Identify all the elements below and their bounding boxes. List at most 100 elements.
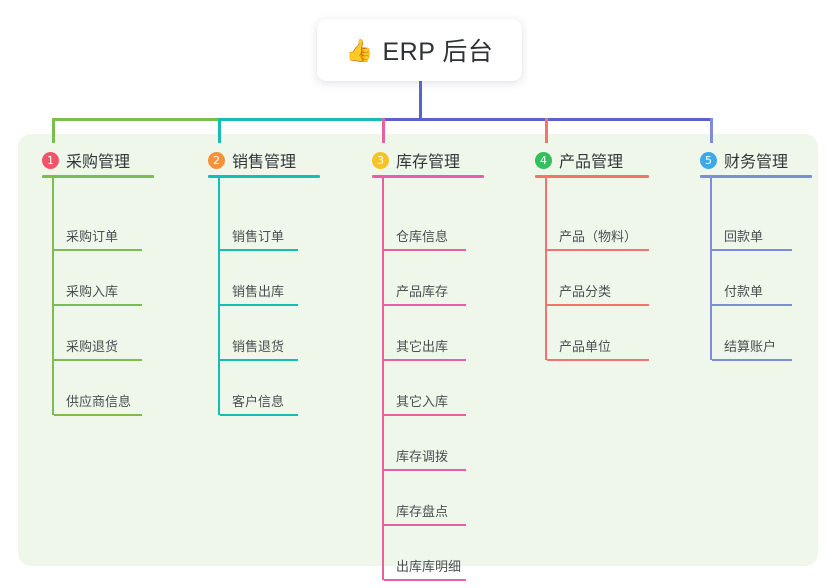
list-item-rule xyxy=(712,359,792,361)
list-item[interactable]: 仓库信息 xyxy=(384,196,466,251)
root-node-label: ERP 后台 xyxy=(382,38,494,66)
list-item[interactable]: 产品（物料） xyxy=(547,196,649,251)
list-item-label: 产品单位 xyxy=(559,339,612,354)
column-header-rule-1 xyxy=(42,175,154,178)
list-item[interactable]: 采购订单 xyxy=(54,196,142,251)
list-item-rule xyxy=(220,359,298,361)
list-item-rule xyxy=(54,304,142,306)
connector-segment-1 xyxy=(52,118,221,121)
root-node-card[interactable]: 👍 ERP 后台 xyxy=(317,19,522,81)
list-item[interactable]: 销售出库 xyxy=(220,251,298,306)
list-item-label: 结算账户 xyxy=(724,339,777,354)
connector-trunk xyxy=(419,81,422,121)
list-item-label: 出库库明细 xyxy=(396,559,462,574)
list-item[interactable]: 产品库存 xyxy=(384,251,466,306)
list-item[interactable]: 供应商信息 xyxy=(54,361,142,416)
column-badge-1: 1 xyxy=(42,151,59,169)
list-item-label: 库存调拨 xyxy=(396,449,449,464)
list-item-label: 产品（物料） xyxy=(559,229,638,244)
list-item-label: 其它出库 xyxy=(396,339,449,354)
list-item[interactable]: 销售订单 xyxy=(220,196,298,251)
list-item-rule xyxy=(384,359,466,361)
column-spine-5 xyxy=(710,175,712,360)
list-item[interactable]: 结算账户 xyxy=(712,306,792,361)
list-item[interactable]: 销售退货 xyxy=(220,306,298,361)
list-item[interactable]: 付款单 xyxy=(712,251,792,306)
list-item-label: 产品分类 xyxy=(559,284,612,299)
connector-stub-4 xyxy=(545,118,548,143)
column-badge-4: 4 xyxy=(535,151,552,169)
list-item-rule xyxy=(220,304,298,306)
column-header-rule-3 xyxy=(372,175,484,178)
list-item-rule xyxy=(384,469,466,471)
column-header-2[interactable]: 2 销售管理 xyxy=(208,148,296,172)
column-header-rule-2 xyxy=(208,175,320,178)
list-item[interactable]: 其它入库 xyxy=(384,361,466,416)
list-item-rule xyxy=(54,249,142,251)
thumbs-up-icon: 👍 xyxy=(345,38,374,63)
list-item-label: 客户信息 xyxy=(232,394,285,409)
list-item-rule xyxy=(547,359,649,361)
column-header-5[interactable]: 5 财务管理 xyxy=(700,148,788,172)
connector-segment-2 xyxy=(218,118,385,121)
list-item[interactable]: 库存调拨 xyxy=(384,416,466,471)
connector-stub-1 xyxy=(52,118,55,143)
list-item-label: 仓库信息 xyxy=(396,229,449,244)
list-item-rule xyxy=(384,304,466,306)
list-item-rule xyxy=(220,249,298,251)
list-item-label: 销售出库 xyxy=(232,284,285,299)
list-item-label: 销售订单 xyxy=(232,229,285,244)
connector-stub-3 xyxy=(382,118,385,143)
column-header-rule-4 xyxy=(535,175,649,178)
list-item[interactable]: 采购退货 xyxy=(54,306,142,361)
column-spine-4 xyxy=(545,175,547,360)
connector-segment-3 xyxy=(382,118,548,121)
list-item[interactable]: 采购入库 xyxy=(54,251,142,306)
connector-stub-5 xyxy=(710,118,713,143)
list-item-label: 其它入库 xyxy=(396,394,449,409)
list-item-rule xyxy=(384,524,466,526)
list-item-rule xyxy=(547,249,649,251)
list-item[interactable]: 回款单 xyxy=(712,196,792,251)
list-item[interactable]: 产品单位 xyxy=(547,306,649,361)
list-item[interactable]: 产品分类 xyxy=(547,251,649,306)
column-title-2: 销售管理 xyxy=(232,154,297,171)
list-item-rule xyxy=(712,304,792,306)
list-item-label: 供应商信息 xyxy=(66,394,132,409)
list-item-rule xyxy=(54,414,142,416)
list-item-label: 回款单 xyxy=(724,229,764,244)
connector-stub-2 xyxy=(218,118,221,143)
column-spine-3 xyxy=(382,175,384,580)
list-item-label: 付款单 xyxy=(724,284,764,299)
list-item-rule xyxy=(220,414,298,416)
column-title-1: 采购管理 xyxy=(66,154,131,171)
list-item-label: 采购订单 xyxy=(66,229,119,244)
column-badge-5: 5 xyxy=(700,151,717,169)
list-item-rule xyxy=(712,249,792,251)
connector-segment-4 xyxy=(545,118,713,121)
list-item[interactable]: 其它出库 xyxy=(384,306,466,361)
list-item-rule xyxy=(384,249,466,251)
column-spine-1 xyxy=(52,175,54,415)
column-badge-3: 3 xyxy=(372,151,389,169)
column-badge-2: 2 xyxy=(208,151,225,169)
list-item-rule xyxy=(547,304,649,306)
modules-panel xyxy=(18,134,818,566)
list-item-label: 销售退货 xyxy=(232,339,285,354)
column-header-rule-5 xyxy=(700,175,812,178)
list-item[interactable]: 客户信息 xyxy=(220,361,298,416)
list-item-rule xyxy=(384,579,466,581)
root-node-title: 👍 ERP 后台 xyxy=(346,32,494,68)
list-item-label: 库存盘点 xyxy=(396,504,449,519)
column-title-5: 财务管理 xyxy=(724,154,789,171)
list-item[interactable]: 库存盘点 xyxy=(384,471,466,526)
column-spine-2 xyxy=(218,175,220,415)
column-header-1[interactable]: 1 采购管理 xyxy=(42,148,130,172)
list-item-label: 产品库存 xyxy=(396,284,449,299)
list-item[interactable]: 出库库明细 xyxy=(384,526,466,581)
list-item-rule xyxy=(54,359,142,361)
list-item-label: 采购入库 xyxy=(66,284,119,299)
